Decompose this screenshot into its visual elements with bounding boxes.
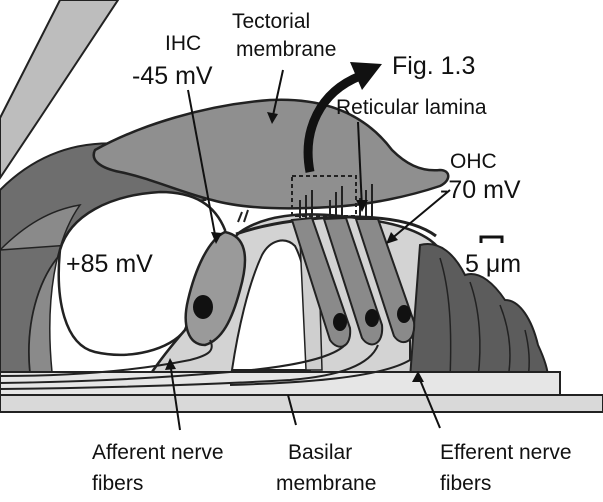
- label-reticular-lamina: Reticular lamina: [336, 96, 487, 119]
- label-ihc-voltage: -45 mV: [132, 62, 213, 90]
- scale-bar: [481, 237, 502, 243]
- ihc-nucleus: [193, 295, 213, 319]
- label-basilar-line2: membrane: [276, 472, 376, 495]
- label-endolymph-voltage: +85 mV: [66, 250, 153, 278]
- label-figure-ref: Fig. 1.3: [392, 52, 475, 80]
- label-ihc: IHC: [165, 32, 201, 55]
- label-afferent-line1: Afferent nerve: [92, 441, 224, 464]
- label-ohc: OHC: [450, 150, 497, 173]
- label-scale-bar: 5 μm: [465, 250, 521, 278]
- label-efferent-line1: Efferent nerve: [440, 441, 572, 464]
- label-tectorial-line2: membrane: [236, 38, 336, 61]
- basilar-membrane: [0, 395, 603, 412]
- label-efferent-line2: fibers: [440, 472, 491, 495]
- ihc-stereocilia: [238, 210, 248, 222]
- label-tectorial-line1: Tectorial: [232, 10, 310, 33]
- label-afferent-line2: fibers: [92, 472, 143, 495]
- label-ohc-voltage: -70 mV: [440, 176, 521, 204]
- label-basilar-line1: Basilar: [288, 441, 352, 464]
